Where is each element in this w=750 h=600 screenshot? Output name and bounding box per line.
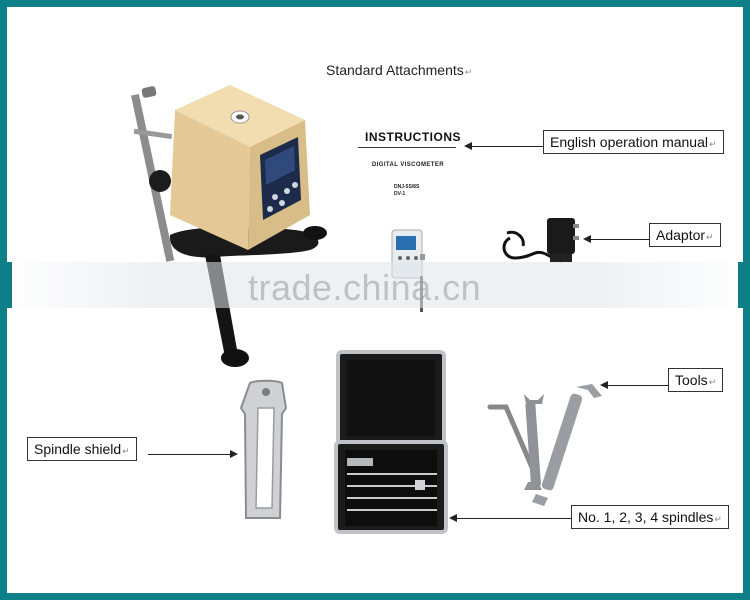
tools-image <box>487 384 602 506</box>
adaptor-arrow-line <box>591 239 649 240</box>
spindle-shield-label: Spindle shield↵ <box>27 437 137 461</box>
manual-label: English operation manual↵ <box>543 130 724 154</box>
watermark-band <box>0 262 750 308</box>
spindle-case-image <box>334 350 448 534</box>
manual-arrow-head <box>464 142 472 150</box>
left-edge-tab <box>0 262 12 308</box>
viscometer-device-image <box>131 85 327 367</box>
adaptor-arrow-head <box>583 235 591 243</box>
adaptor-image <box>502 218 579 263</box>
tools-label: Tools↵ <box>668 368 724 392</box>
spindles-arrow-line <box>457 518 571 519</box>
manual-arrow-line <box>472 146 543 147</box>
tools-arrow-line <box>608 385 668 386</box>
spindle-shield-arrow-line <box>148 454 230 455</box>
manual-divider <box>358 147 456 148</box>
manual-model: DNJ-5S/8S DV-1 <box>394 184 420 197</box>
spindle-shield-arrow-head <box>230 450 238 458</box>
watermark-text: trade.china.cn <box>248 267 482 308</box>
spindle-shield-image <box>239 379 288 519</box>
manual-heading: INSTRUCTIONS <box>365 130 461 144</box>
page-title: Standard Attachments↵ <box>326 62 473 78</box>
manual-subtitle: DIGITAL VISCOMETER <box>372 162 444 168</box>
tools-arrow-head <box>600 381 608 389</box>
adaptor-label: Adaptor↵ <box>649 223 721 247</box>
right-edge-tab <box>738 262 750 308</box>
spindles-label: No. 1, 2, 3, 4 spindles↵ <box>571 505 729 529</box>
spindles-arrow-head <box>449 514 457 522</box>
